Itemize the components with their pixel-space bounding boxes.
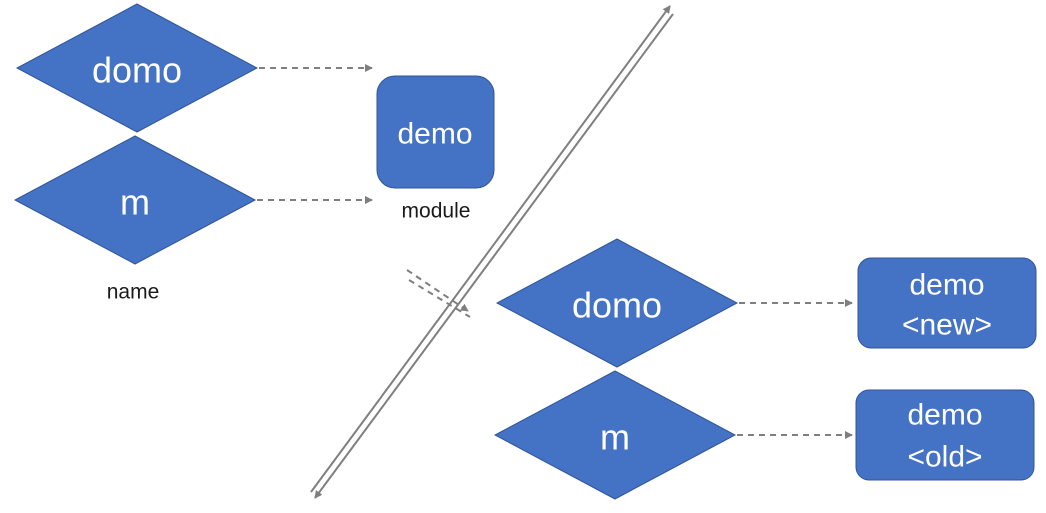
diamond-m-before[interactable] (13, 135, 257, 265)
transition-arrow-a (406, 269, 469, 312)
diamond-domo-before-label: domo (92, 50, 182, 91)
box-demo-old[interactable] (855, 389, 1035, 481)
box-demo-new[interactable] (857, 257, 1037, 349)
box-demo-new-line2: <new> (902, 309, 992, 342)
name-caption: name (107, 281, 160, 304)
divider-line-upper (310, 5, 671, 493)
box-demo-old-line2: <old> (907, 441, 982, 474)
module-caption: module (402, 200, 471, 223)
transition-arrow-b (408, 279, 471, 318)
diamond-m-after[interactable] (493, 370, 737, 500)
box-demo-old-line1: demo (907, 399, 982, 432)
diamond-domo-after[interactable] (495, 238, 739, 368)
module-box-label: demo (397, 118, 472, 151)
diamond-m-before-label: m (120, 182, 150, 223)
diamond-domo-before[interactable] (15, 3, 259, 133)
divider-line-lower (314, 13, 674, 499)
module-box[interactable] (376, 75, 495, 189)
box-demo-new-line1: demo (909, 269, 984, 302)
diamond-domo-after-label: domo (572, 285, 662, 326)
diamond-m-after-label: m (600, 417, 630, 458)
